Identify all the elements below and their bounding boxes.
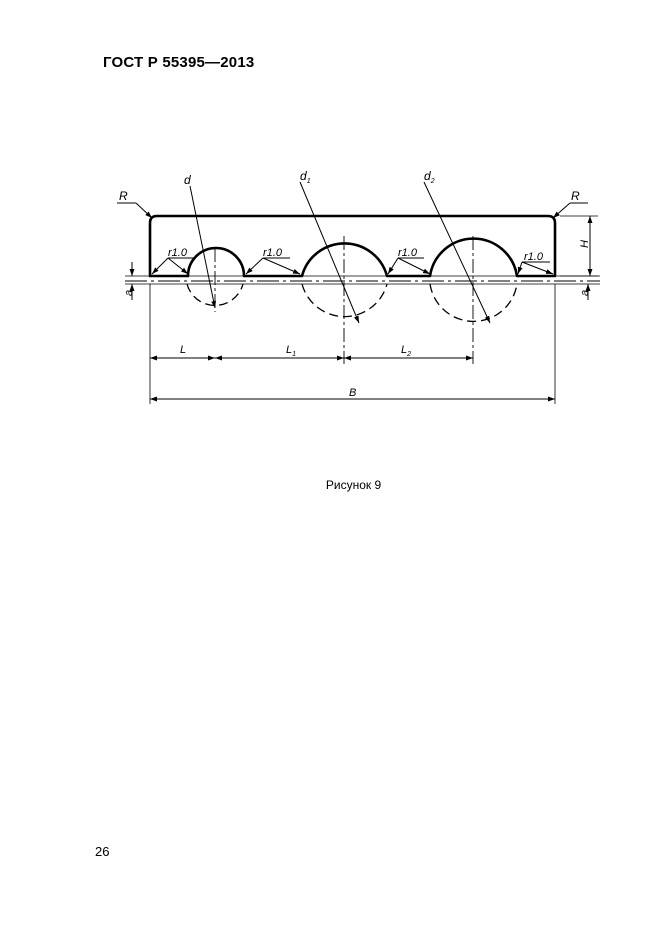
label-fillet-1: r1.0 [168,247,188,259]
figure-caption: Рисунок 9 [325,478,382,492]
label-fillet-4: r1.0 [524,251,544,263]
label-length-1: L1 [286,344,296,358]
profile-outline [148,214,557,278]
diameter-leaders [189,181,491,324]
label-fillet-3: r1.0 [398,247,418,259]
circle-centerlines [214,236,474,364]
page-number: 26 [95,844,110,859]
label-offset-right: a [579,290,591,296]
label-length-2: L2 [401,344,411,358]
hidden-circle-halves [186,283,518,322]
label-diameter: d [184,173,191,187]
fillet-leaders [151,257,554,275]
label-width: B [349,387,356,399]
label-height: H [579,240,591,248]
offset-dimensions [129,262,591,300]
label-fillet-2: r1.0 [263,247,283,259]
label-radius-right: R [571,189,580,203]
label-offset-left: a [123,290,135,296]
document-header: ГОСТ Р 55395—2013 [103,54,255,71]
label-diameter-2: d2 [424,169,435,185]
extension-lines [149,215,598,404]
length-dimensions [150,355,555,402]
label-radius-left: R [119,189,128,203]
label-length: L [180,344,186,356]
radius-leaders [117,202,588,219]
label-diameter-1: d1 [300,169,311,185]
